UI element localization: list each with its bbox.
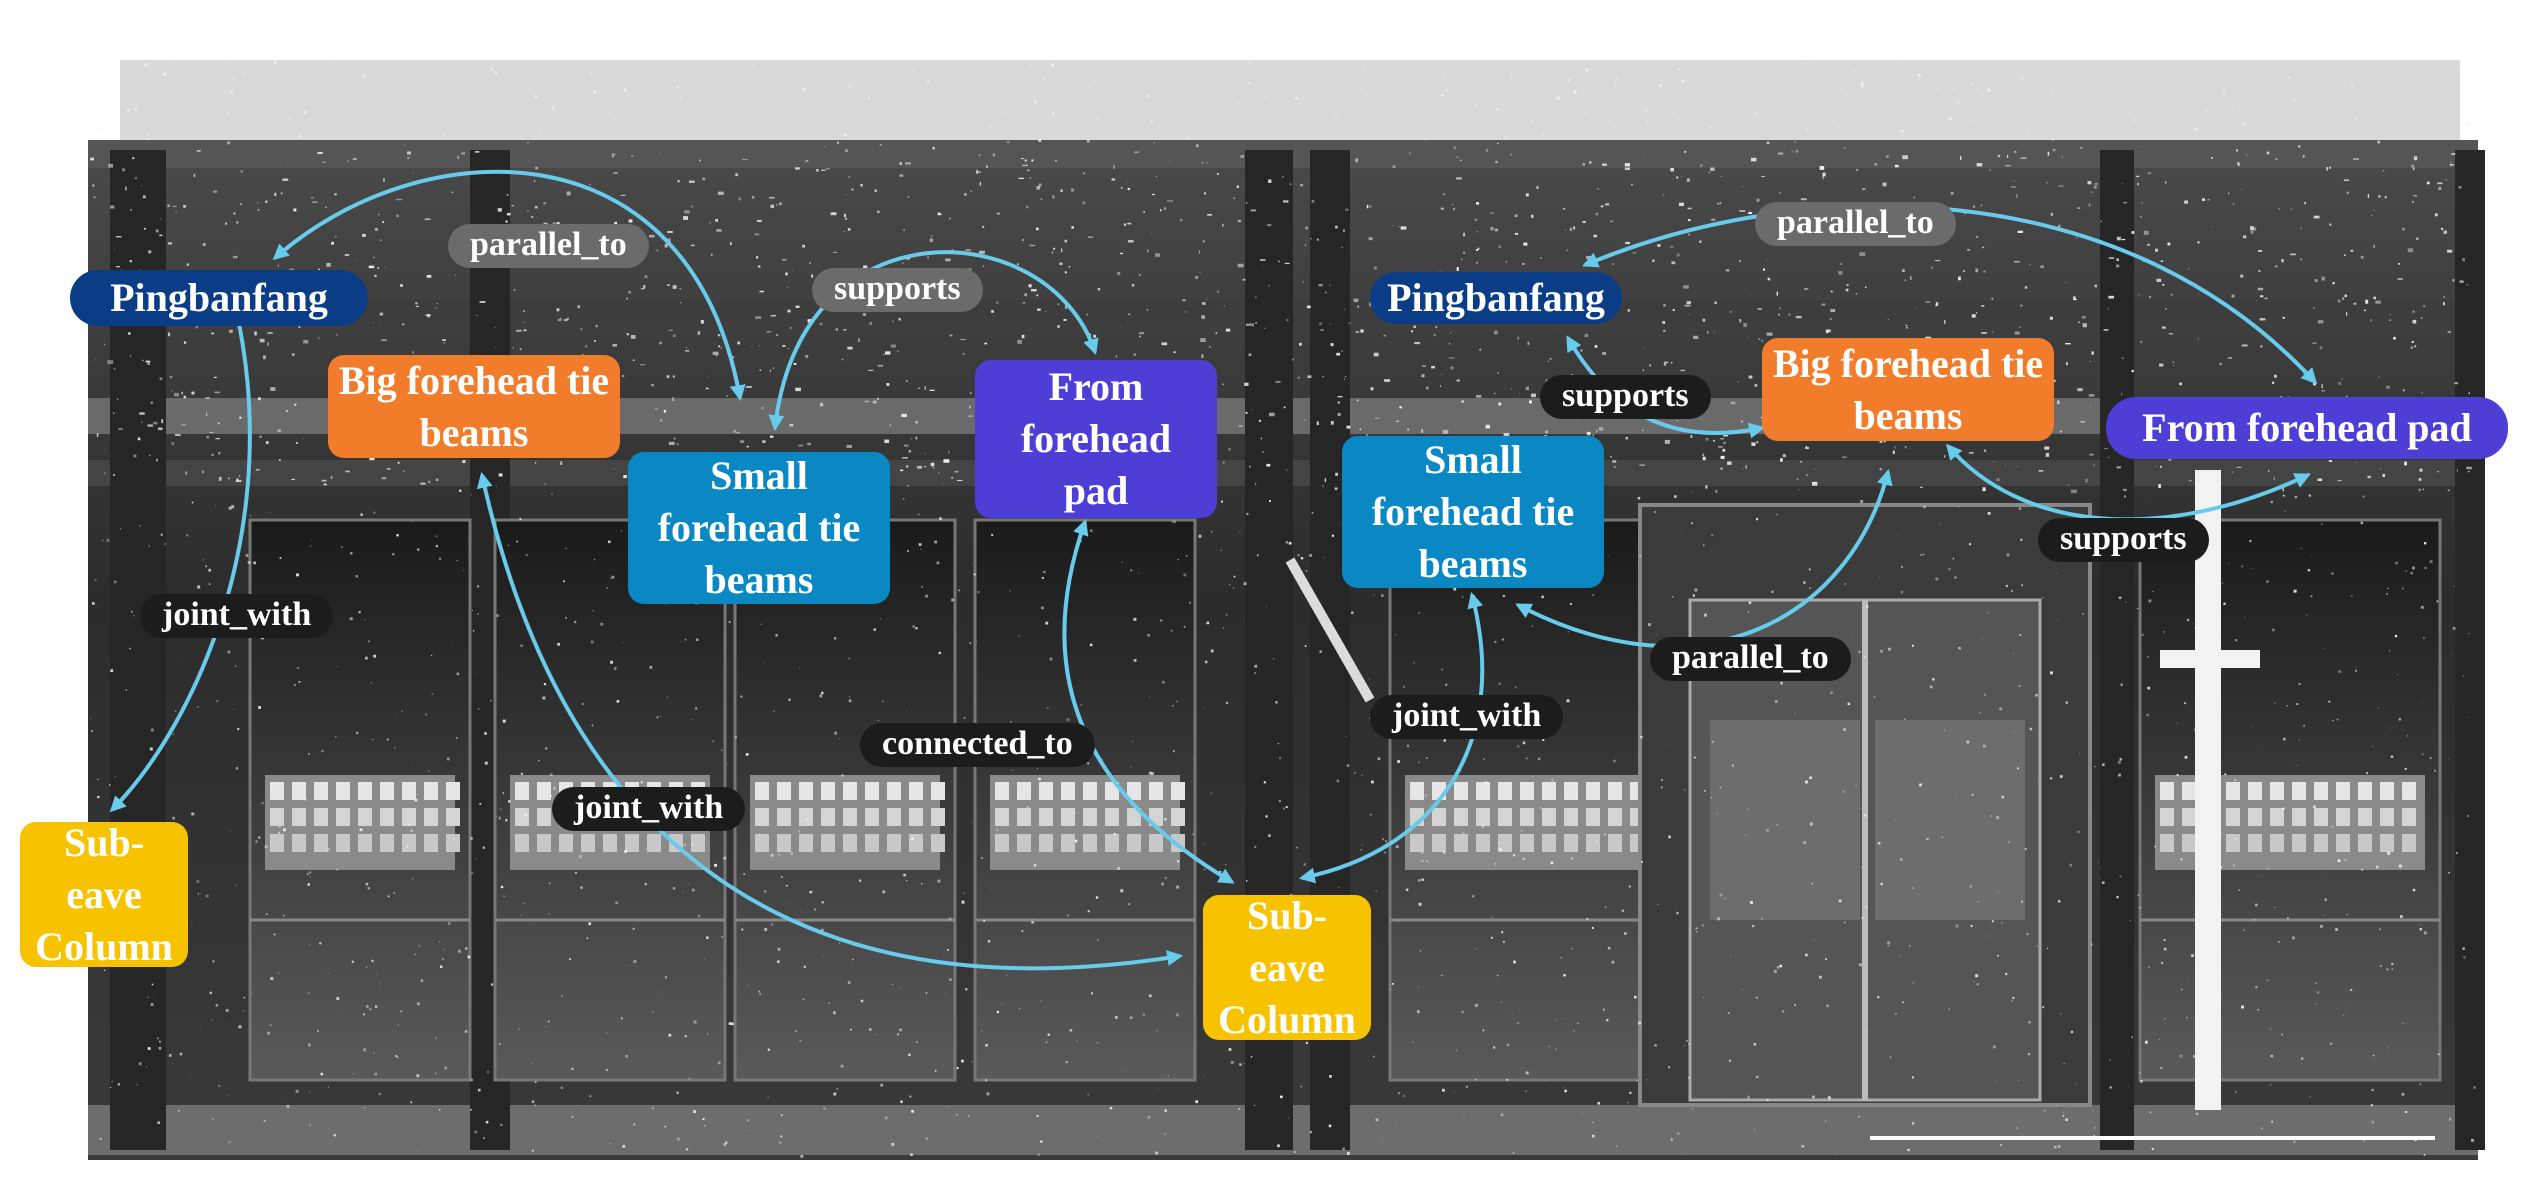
edge-label-right-supports-lower: supports [2038,518,2209,562]
edge-label-right-supports-upper: supports [1540,375,1711,419]
edge-label-right-parallel-to-top: parallel_to [1755,202,1956,246]
edge-label-left-joint-with-outer: joint_with [140,594,334,638]
arrow-right-parallel-to-mid [1515,468,1893,649]
node-right-big-forehead-tie-beams: Big forehead tie beams [1762,338,2054,441]
node-left-sub-eave-column-outer: Sub-eave Column [20,820,188,969]
edge-label-left-supports: supports [812,268,983,312]
node-center-sub-eave-column: Sub-eave Column [1203,893,1371,1042]
arrow-left-joint-with-center [476,471,1184,971]
node-right-small-forehead-tie-beams: Small forehead tie beams [1342,436,1604,588]
edge-label-right-parallel-to-mid: parallel_to [1650,637,1851,681]
node-left-small-forehead-tie-beams: Small forehead tie beams [628,452,890,604]
arrow-left-supports [768,250,1099,432]
node-right-pingbanfang: Pingbanfang [1370,272,1622,324]
edge-label-left-parallel-to: parallel_to [448,224,649,268]
node-left-from-forehead-pad: From forehead pad [975,360,1217,518]
arrow-left-joint-with-outer [109,301,252,813]
node-right-from-forehead-pad: From forehead pad [2106,397,2508,459]
arrow-right-supports-upper [1566,335,1766,439]
node-left-big-forehead-tie-beams: Big forehead tie beams [328,355,620,458]
arrow-right-joint-with [1298,591,1485,884]
arrow-left-connected-to [1062,518,1235,884]
edge-label-right-joint-with: joint_with [1370,695,1564,739]
arrow-right-parallel-to-top [1582,204,2318,385]
edge-label-left-joint-with-center: joint_with [552,787,746,831]
node-left-pingbanfang: Pingbanfang [70,270,368,326]
arrow-left-parallel-to [272,169,746,402]
edge-label-left-connected-to: connected_to [860,723,1095,767]
